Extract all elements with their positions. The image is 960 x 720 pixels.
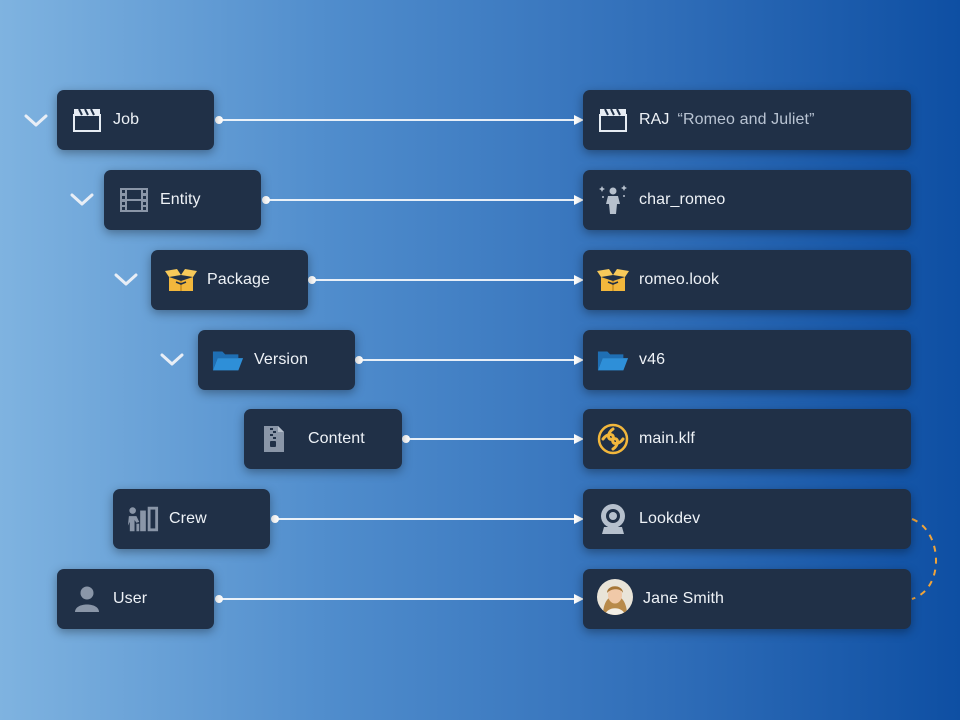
node-label: v46 [639,351,666,368]
node-label: User [113,590,148,607]
lookdev-user-dashed-link [911,518,937,600]
node-label: Content [308,430,365,447]
node-label: Lookdev [639,510,701,527]
connector-crew [271,514,584,524]
node-job[interactable]: Job [57,90,214,150]
node-crew[interactable]: Crew [113,489,270,549]
node-label: Jane Smith [643,590,725,607]
chevron-down-icon[interactable] [23,110,49,130]
connector-entity [262,195,584,205]
value-user[interactable]: Jane Smith [583,569,911,629]
node-version[interactable]: Version [198,330,355,390]
connector-job [215,115,584,125]
connector-content [402,434,584,444]
connector-user [215,594,584,604]
connector-version [355,355,584,365]
zip-file-icon [258,423,290,455]
film-strip-icon [118,184,150,216]
value-entity[interactable]: char_romeo [583,170,911,230]
node-label: Job [113,111,140,128]
node-label: romeo.look [639,271,720,288]
job-title: “Romeo and Juliet” [677,111,815,128]
node-label: Version [254,351,309,368]
value-crew[interactable]: Lookdev [583,489,911,549]
clapperboard-icon [597,104,629,136]
node-label: main.klf [639,430,695,447]
value-content[interactable]: main.klf [583,409,911,469]
value-package[interactable]: romeo.look [583,250,911,310]
node-label: char_romeo [639,191,726,208]
connector-package [308,275,584,285]
open-box-icon [597,264,629,296]
node-label: Entity [160,191,201,208]
camera-icon [597,503,629,535]
folder-open-icon [597,344,629,376]
node-user[interactable]: User [57,569,214,629]
job-code: RAJ [639,111,670,128]
chevron-down-icon[interactable] [69,189,95,209]
node-package[interactable]: Package [151,250,308,310]
avatar [597,579,633,615]
crew-icon [127,503,159,535]
node-label: Crew [169,510,207,527]
node-entity[interactable]: Entity [104,170,261,230]
chevron-down-icon[interactable] [113,269,139,289]
klf-file-icon [597,423,629,455]
node-content[interactable]: Content [244,409,402,469]
user-icon [71,583,103,615]
node-label: Package [207,271,270,288]
value-version[interactable]: v46 [583,330,911,390]
open-box-icon [165,264,197,296]
clapperboard-icon [71,104,103,136]
folder-open-icon [212,344,244,376]
character-icon [597,184,629,216]
chevron-down-icon[interactable] [159,349,185,369]
value-job[interactable]: RAJ “Romeo and Juliet” [583,90,911,150]
